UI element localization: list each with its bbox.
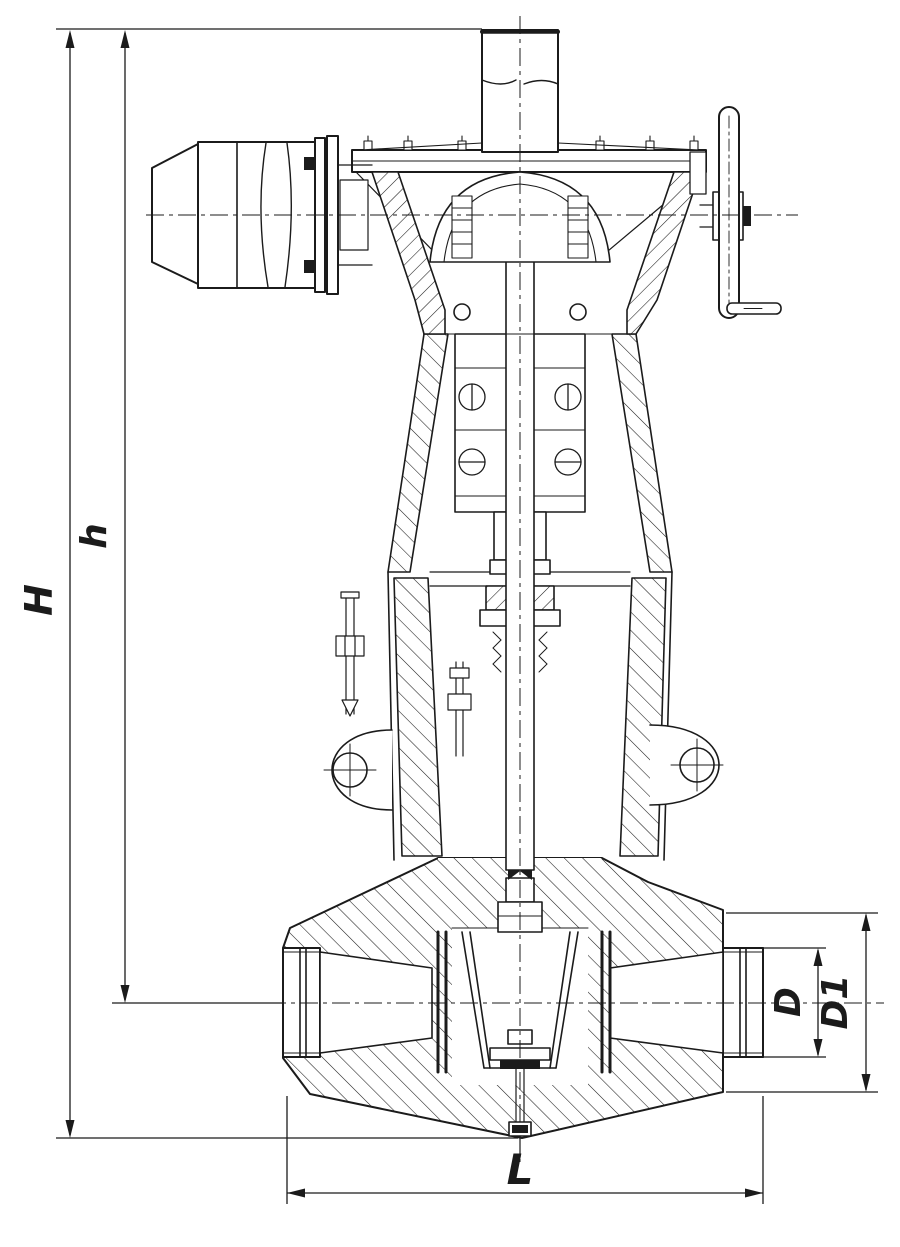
seat-ring-right bbox=[600, 930, 612, 1074]
dimension-D1 bbox=[861, 913, 871, 1092]
dim-label-H: H bbox=[17, 584, 61, 616]
centerlines bbox=[146, 16, 884, 1162]
dimension-L bbox=[287, 1188, 763, 1198]
dimension-D bbox=[813, 948, 823, 1057]
dim-label-L: L bbox=[507, 1145, 534, 1194]
lifting-lug-left bbox=[323, 729, 393, 811]
lifting-lug-right bbox=[649, 724, 724, 806]
seat-ring-left bbox=[436, 930, 448, 1074]
dimension-labels: H h D D1 L bbox=[17, 523, 856, 1194]
dim-label-h: h bbox=[74, 523, 115, 549]
bonnet-stud-left bbox=[335, 591, 365, 717]
bonnet-stud-center bbox=[447, 661, 472, 757]
dim-label-D: D bbox=[768, 987, 809, 1017]
dimension-h bbox=[120, 30, 130, 1003]
bearing bbox=[458, 383, 582, 476]
dimension-H bbox=[65, 30, 75, 1138]
spring-stack bbox=[451, 195, 589, 259]
dim-label-D1: D1 bbox=[815, 975, 856, 1030]
dimensions bbox=[56, 28, 878, 1204]
handwheel bbox=[689, 106, 782, 319]
